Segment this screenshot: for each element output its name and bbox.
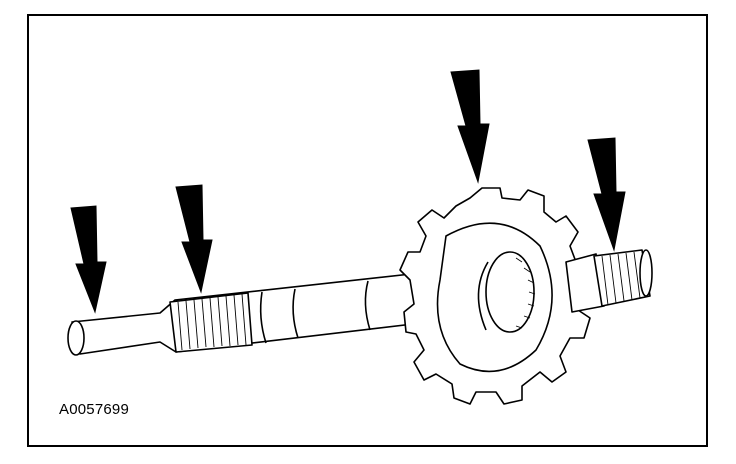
- stub-spline-end: [639, 249, 653, 297]
- hub-arrow: [450, 69, 490, 184]
- hub-boss: [485, 251, 535, 333]
- outer-spline-teeth: [177, 293, 247, 351]
- hub-boss-teeth: [515, 257, 536, 329]
- diagram-frame: A0057699: [27, 14, 708, 447]
- shaft-ring: [259, 291, 267, 344]
- shaft-ring: [292, 288, 299, 339]
- spline-section-arrow: [175, 184, 213, 294]
- left-shaft-end-arrow: [70, 205, 107, 314]
- hub-boss-edge: [477, 261, 489, 331]
- shaft-ring: [364, 280, 371, 331]
- shaft-end-cap: [67, 320, 85, 356]
- figure-id-label: A0057699: [59, 401, 130, 418]
- stub-spline-arrow: [587, 137, 626, 252]
- outer-spline: [169, 292, 253, 353]
- stub-spline-teeth: [601, 251, 641, 306]
